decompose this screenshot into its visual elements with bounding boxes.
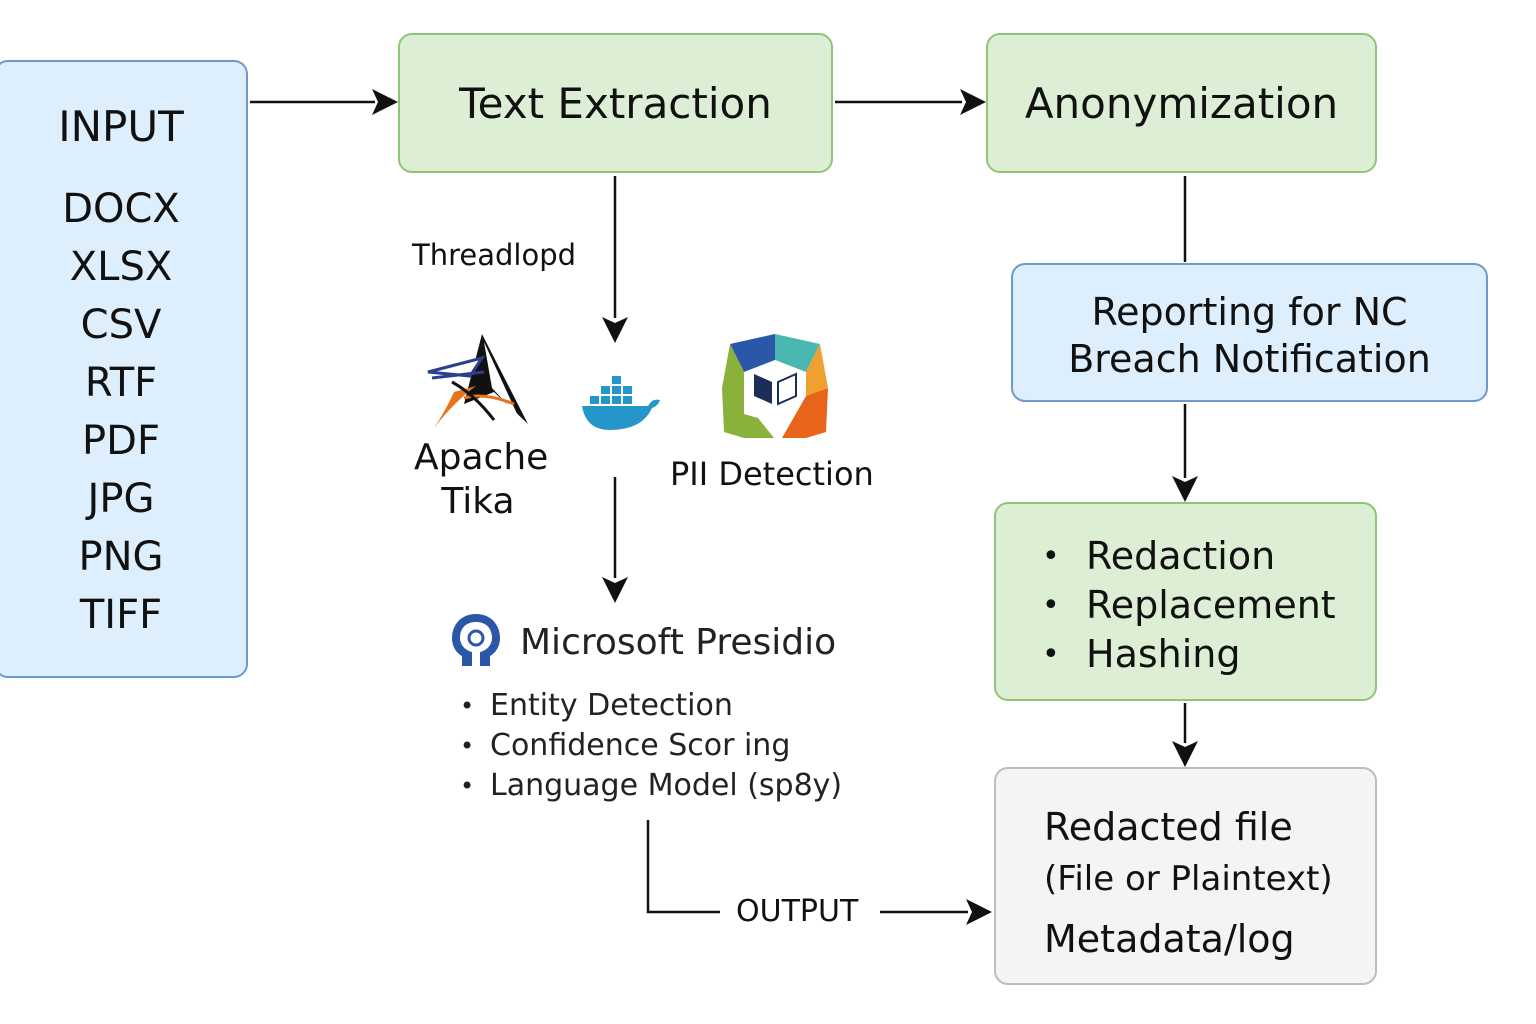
input-format: XLSX	[69, 244, 173, 290]
presidio-feature: Confidence Scor ing	[460, 726, 842, 766]
tika-line-1: Apache	[414, 437, 549, 478]
pii-detection-label: PII Detection	[670, 455, 874, 493]
method-item: Hashing	[1042, 630, 1336, 679]
apache-tika-label: Apache Tika	[414, 436, 549, 524]
presidio-feature: Language Model (sp8y)	[460, 766, 842, 806]
anonymization-title: Anonymization	[1024, 78, 1339, 128]
method-item: Redaction	[1042, 532, 1336, 581]
output-line-1: Redacted file	[1044, 805, 1293, 849]
output-label: OUTPUT	[736, 894, 859, 929]
presidio-feature-list: Entity Detection Confidence Scor ing Lan…	[460, 686, 842, 806]
input-format: CSV	[80, 302, 162, 348]
presidio-logo-icon	[452, 614, 500, 666]
output-box: Redacted file (File or Plaintext) Metada…	[994, 767, 1377, 985]
output-line-2: (File or Plaintext)	[1044, 859, 1333, 899]
input-format: JPG	[87, 476, 155, 522]
input-format: TIFF	[79, 592, 163, 638]
text-extraction-box: Text Extraction	[398, 33, 833, 173]
input-format: PDF	[82, 418, 160, 464]
anonymization-methods-box: Redaction Replacement Hashing	[994, 502, 1377, 701]
thread-label: Threadlopd	[412, 238, 577, 272]
presidio-feature: Entity Detection	[460, 686, 842, 726]
anonymization-box: Anonymization	[986, 33, 1377, 173]
presidio-title: Microsoft Presidio	[520, 622, 837, 663]
input-format: RTF	[84, 360, 158, 406]
output-line-3: Metadata/log	[1044, 917, 1295, 961]
tika-line-2: Tika	[441, 481, 515, 522]
input-format: DOCX	[62, 186, 180, 232]
input-format: PNG	[78, 534, 164, 580]
input-box: INPUT DOCX XLSX CSV RTF PDF JPG PNG TIFF	[0, 60, 248, 678]
reporting-box: Reporting for NC Breach Notification	[1011, 263, 1488, 402]
input-title: INPUT	[58, 102, 184, 151]
text-extraction-title: Text Extraction	[459, 78, 772, 128]
apache-tika-logo-icon	[427, 334, 528, 428]
pii-hexagon-cube-icon	[722, 334, 828, 438]
input-format-list: DOCX XLSX CSV RTF PDF JPG PNG TIFF	[0, 180, 246, 644]
reporting-line-1: Reporting for NC	[1091, 290, 1408, 334]
docker-whale-icon	[582, 376, 660, 430]
method-item: Replacement	[1042, 581, 1336, 630]
reporting-line-2: Breach Notification	[1068, 337, 1431, 381]
